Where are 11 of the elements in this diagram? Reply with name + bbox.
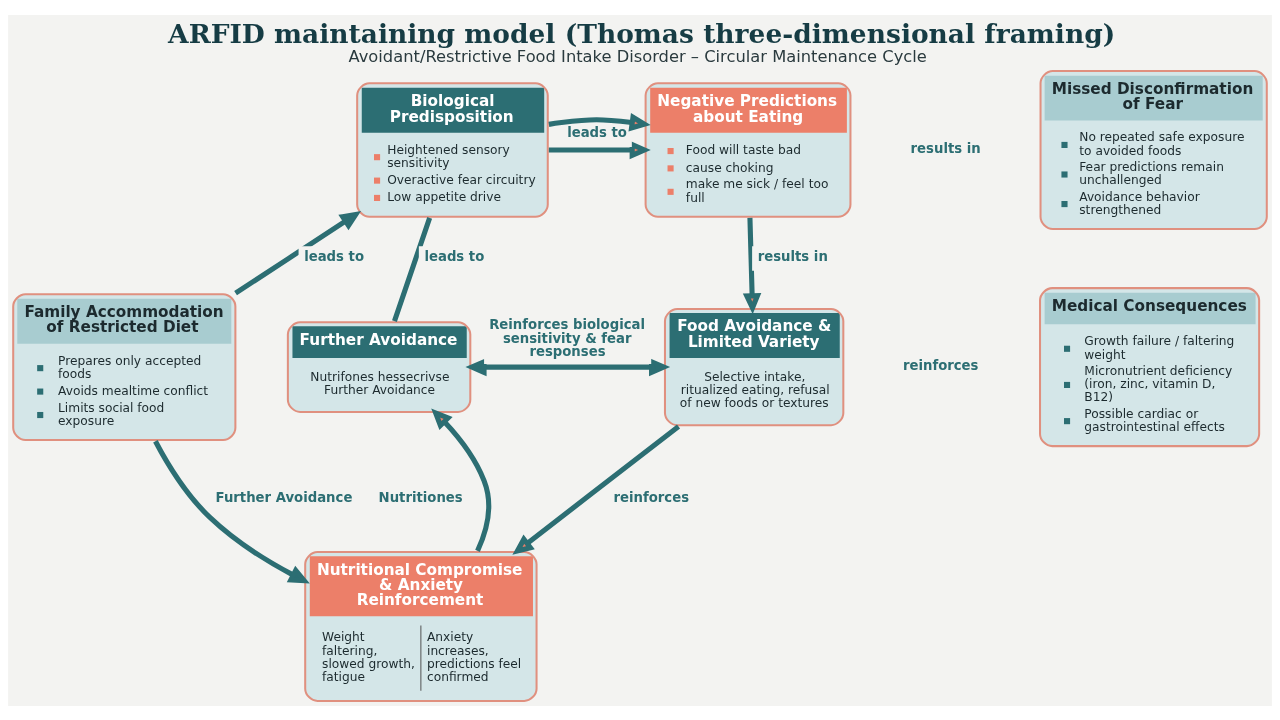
label: Nutritiones (378, 489, 463, 505)
edge-label: Further Avoidance (215, 489, 353, 505)
edge-label: Reinforces biological sensitivity & fear responses (489, 316, 646, 359)
label: results in (910, 139, 981, 155)
edge-label: leads to (424, 248, 485, 264)
edge-label: leads to (567, 124, 627, 140)
edge-label: results in (757, 248, 828, 264)
diagram-title: ARFID maintaining model (Thomas three-dimensional framing) (168, 17, 1116, 49)
edge-label: reinforces (613, 489, 690, 505)
edge-label: leads to (304, 248, 365, 264)
label: reinforces (902, 357, 979, 373)
